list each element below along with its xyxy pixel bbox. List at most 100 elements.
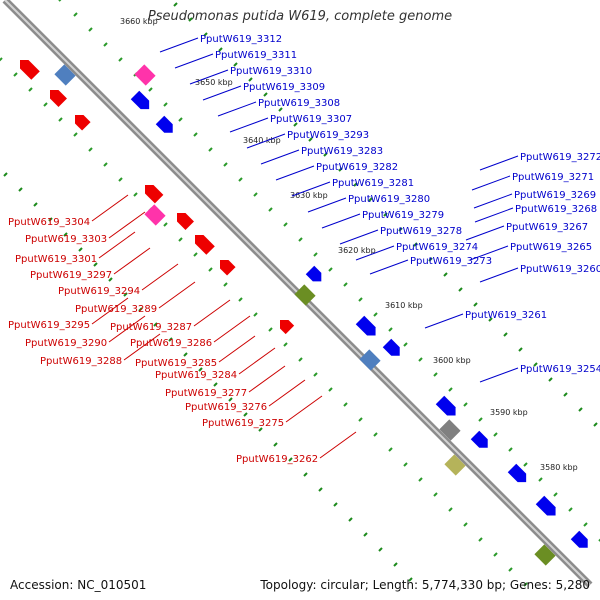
leader-line <box>285 395 323 423</box>
gc-tick <box>178 117 183 122</box>
feature-box <box>444 454 466 476</box>
gene-label-forward: PputW619_3269 <box>514 190 596 201</box>
feature-box <box>134 64 156 86</box>
leader-line <box>91 194 129 222</box>
gene-label-forward: PputW619_3312 <box>200 34 282 45</box>
leader-line <box>479 155 519 171</box>
feature-box <box>534 544 556 566</box>
gene-label-reverse: PputW619_3297 <box>30 270 112 281</box>
gc-tick <box>383 212 388 217</box>
leader-line <box>189 69 229 85</box>
gene-label-reverse: PputW619_3275 <box>202 418 284 429</box>
gc-tick <box>243 412 248 417</box>
gc-tick <box>203 32 208 37</box>
gc-tick <box>303 472 308 477</box>
gc-tick <box>568 507 573 512</box>
gc-tick <box>88 147 93 152</box>
leader-line <box>355 245 395 261</box>
gc-tick <box>488 317 493 322</box>
reverse-gene-arrow <box>280 320 295 335</box>
leader-line <box>291 181 331 197</box>
feature-box <box>359 349 381 371</box>
gc-tick <box>193 252 198 257</box>
gc-tick <box>0 57 3 62</box>
gc-tick <box>408 577 413 582</box>
gene-label-forward: PputW619_3293 <box>287 130 369 141</box>
gc-tick <box>368 197 373 202</box>
gc-tick <box>403 462 408 467</box>
gc-tick <box>478 417 483 422</box>
gc-tick <box>188 17 193 22</box>
leader-line <box>202 85 242 101</box>
topology-label: Topology: circular; Length: 5,774,330 bp… <box>260 578 590 592</box>
gene-label-forward: PputW619_3281 <box>332 178 414 189</box>
forward-gene-arrow <box>155 115 173 133</box>
leader-line <box>174 53 214 69</box>
gene-label-forward: PputW619_3307 <box>270 114 352 125</box>
gene-label-reverse: PputW619_3287 <box>110 322 192 333</box>
gc-tick <box>118 177 123 182</box>
gc-tick <box>593 422 598 427</box>
ruler-tick-label: 3600 kbp <box>433 356 471 365</box>
gc-tick <box>43 102 48 107</box>
gc-tick <box>63 232 68 237</box>
gc-tick <box>148 87 153 92</box>
reverse-gene-arrow <box>50 90 67 107</box>
leader-line <box>158 281 196 309</box>
gc-tick <box>233 62 238 67</box>
gc-tick <box>273 442 278 447</box>
gc-tick <box>448 387 453 392</box>
gc-tick <box>433 372 438 377</box>
forward-gene-arrow <box>305 265 322 282</box>
gc-tick <box>373 312 378 317</box>
gc-tick <box>388 447 393 452</box>
leader-line <box>218 335 256 363</box>
gene-label-forward: PputW619_3265 <box>510 242 592 253</box>
ruler-tick-label: 3640 kbp <box>243 136 281 145</box>
gc-tick <box>413 242 418 247</box>
leader-line <box>319 431 357 459</box>
gc-tick <box>58 117 63 122</box>
gene-label-forward: PputW619_3311 <box>215 50 297 61</box>
gc-tick <box>268 207 273 212</box>
gc-tick <box>338 167 343 172</box>
forward-gene-arrow <box>435 395 456 416</box>
gc-tick <box>193 132 198 137</box>
gc-tick <box>18 187 23 192</box>
gc-tick <box>518 347 523 352</box>
gc-tick <box>103 42 108 47</box>
gc-tick <box>138 307 143 312</box>
gc-tick <box>213 382 218 387</box>
leader-line <box>193 299 231 327</box>
gc-tick <box>283 342 288 347</box>
gc-tick <box>523 462 528 467</box>
ruler-tick-label: 3630 kbp <box>290 191 328 200</box>
gc-tick <box>508 567 513 572</box>
gc-tick <box>348 517 353 522</box>
gc-tick <box>458 287 463 292</box>
gc-tick <box>223 162 228 167</box>
leader-line <box>248 365 286 393</box>
gc-tick <box>428 257 433 262</box>
forward-gene-arrow <box>470 430 488 448</box>
gc-tick <box>253 312 258 317</box>
gc-tick <box>313 252 318 257</box>
gene-label-forward: PputW619_3267 <box>506 222 588 233</box>
gene-label-forward: PputW619_3274 <box>396 242 478 253</box>
gene-label-reverse: PputW619_3303 <box>25 234 107 245</box>
gene-label-reverse: PputW619_3277 <box>165 388 247 399</box>
gc-tick <box>73 12 78 17</box>
gc-tick <box>523 582 528 587</box>
ruler-tick-label: 3610 kbp <box>385 301 423 310</box>
gc-tick <box>238 177 243 182</box>
leader-line <box>213 315 251 343</box>
gc-tick <box>283 222 288 227</box>
leader-line <box>424 313 464 329</box>
ruler-tick-label: 3650 kbp <box>195 78 233 87</box>
forward-gene-arrow <box>382 338 400 356</box>
feature-box <box>144 204 166 226</box>
leader-line <box>369 259 409 275</box>
gc-tick <box>78 247 83 252</box>
gc-tick <box>183 352 188 357</box>
